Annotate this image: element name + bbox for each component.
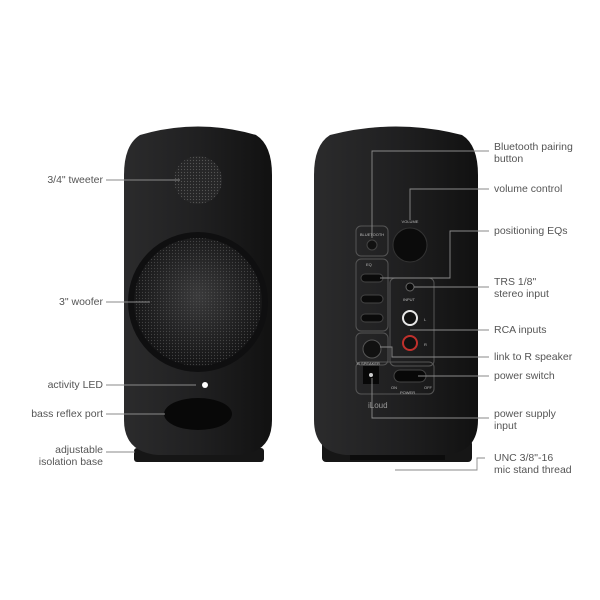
label-power-switch: power switch [494, 370, 555, 382]
rca-left [402, 310, 418, 326]
label-trs: TRS 1/8" stereo input [494, 276, 549, 300]
volume-knob [392, 227, 428, 263]
front-speaker [124, 126, 272, 462]
label-line: UNC 3/8"-16 [494, 452, 554, 464]
rca-right [402, 335, 418, 351]
bluetooth-button [366, 239, 378, 251]
label-activity-led: activity LED [47, 379, 103, 391]
label-power-supply: power supply input [494, 408, 556, 432]
panel-power: POWER [400, 390, 416, 395]
label-line: input [494, 420, 517, 432]
panel-volume: VOLUME [401, 219, 419, 224]
label-bass-port: bass reflex port [31, 408, 103, 420]
trs-jack [405, 282, 415, 292]
label-line: TRS 1/8" [494, 276, 537, 288]
label-line: button [494, 153, 524, 165]
label-tweeter: 3/4" tweeter [47, 174, 103, 186]
panel-r-speaker: R SPEAKER [357, 361, 380, 366]
leader-lines [106, 150, 489, 471]
label-line: adjustable [55, 444, 103, 456]
label-eq: positioning EQs [494, 225, 568, 237]
panel-l: L [424, 317, 427, 322]
brand-logo: iLoud [368, 401, 388, 410]
label-link: link to R speaker [494, 351, 573, 363]
label-woofer: 3" woofer [59, 296, 103, 308]
label-line: power supply [494, 408, 556, 420]
label-isolation-base: adjustable isolation base [39, 444, 103, 468]
link-port [362, 339, 382, 359]
label-mic-thread: UNC 3/8"-16 mic stand thread [494, 452, 572, 476]
label-line: Bluetooth pairing [494, 141, 573, 153]
panel-eq: EQ [366, 262, 372, 267]
panel-input: INPUT [403, 297, 415, 302]
label-line: mic stand thread [494, 464, 572, 476]
panel-off: OFF [424, 385, 432, 390]
activity-led [202, 382, 208, 388]
label-bluetooth: Bluetooth pairing button [494, 141, 573, 165]
label-rca: RCA inputs [494, 324, 547, 336]
back-speaker [314, 126, 478, 462]
panel-bluetooth: BLUETOOTH [359, 232, 385, 237]
bass-reflex-port [164, 398, 232, 430]
panel-on: ON [391, 385, 397, 390]
panel-r: R [424, 342, 427, 347]
label-volume: volume control [494, 183, 563, 195]
label-line: stereo input [494, 288, 549, 300]
back-body [314, 126, 478, 455]
label-line: isolation base [38, 456, 103, 468]
